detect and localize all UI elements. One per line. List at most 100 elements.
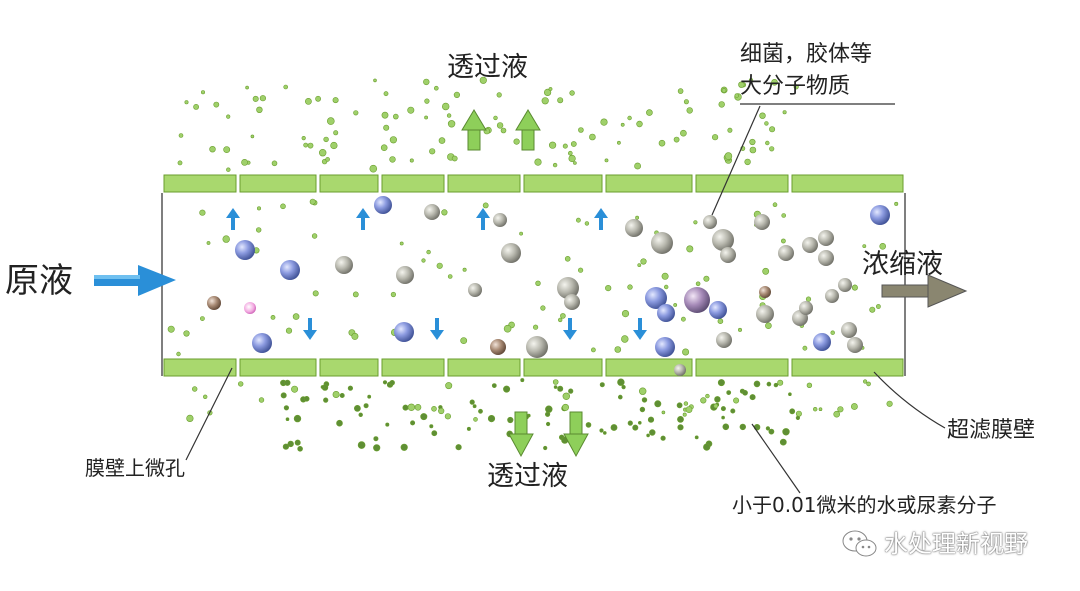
small-molecule-dot bbox=[238, 381, 244, 387]
small-molecule-dot bbox=[333, 130, 339, 136]
large-molecule-particle bbox=[374, 196, 392, 214]
small-molecule-dot bbox=[764, 121, 769, 126]
small-molecule-dot bbox=[830, 330, 835, 335]
large-molecule-particle bbox=[756, 305, 774, 323]
small-molecule-dot bbox=[617, 140, 621, 145]
small-molecule-dot bbox=[496, 122, 504, 129]
small-molecule-dot bbox=[866, 381, 871, 387]
up-arrow-icon bbox=[356, 208, 370, 230]
small-molecule-dot bbox=[869, 306, 876, 313]
small-molecule-dot bbox=[312, 290, 319, 297]
small-molecule-dot bbox=[765, 426, 771, 431]
arrow-shaft bbox=[361, 216, 365, 230]
down-arrow-icon bbox=[563, 318, 577, 340]
small-molecule-dot bbox=[748, 77, 754, 83]
small-molecule-dot bbox=[777, 379, 784, 386]
small-molecule-dot bbox=[280, 392, 287, 399]
small-molecule-dot bbox=[438, 137, 446, 144]
small-molecule-dot bbox=[600, 118, 608, 126]
small-molecule-dot bbox=[414, 403, 422, 411]
small-molecule-dot bbox=[685, 406, 693, 413]
small-molecule-dot bbox=[436, 262, 443, 269]
small-molecule-dot bbox=[765, 322, 772, 330]
small-molecule-dot bbox=[621, 385, 626, 390]
small-molecule-dot bbox=[256, 227, 262, 233]
small-molecule-dot bbox=[661, 410, 666, 415]
small-molecule-dot bbox=[357, 441, 366, 449]
large-molecule-particle bbox=[468, 283, 482, 297]
small-molecule-dot bbox=[402, 404, 409, 411]
small-molecule-dot bbox=[297, 445, 303, 452]
small-molecule-dot bbox=[805, 296, 812, 302]
small-molecule-dot bbox=[424, 115, 429, 120]
arrow-head bbox=[563, 330, 577, 340]
small-molecule-dot bbox=[259, 95, 267, 102]
small-molecule-dot bbox=[444, 413, 452, 420]
large-molecule-particle bbox=[557, 277, 579, 299]
small-molecule-dot bbox=[647, 416, 655, 423]
membrane-segment bbox=[605, 358, 693, 377]
small-molecule-dot bbox=[325, 157, 330, 162]
small-molecule-dot bbox=[658, 139, 666, 147]
small-molecule-dot bbox=[562, 392, 570, 400]
large-molecule-particle bbox=[847, 337, 863, 353]
small-molecule-dot bbox=[407, 403, 416, 411]
small-molecule-dot bbox=[326, 117, 335, 125]
feed-arrow bbox=[94, 265, 176, 296]
small-molecule-dot bbox=[431, 430, 438, 437]
large-molecule-particle bbox=[716, 332, 732, 348]
small-molecule-dot bbox=[469, 399, 475, 405]
small-molecule-dot bbox=[336, 419, 343, 427]
small-molecule-dot bbox=[713, 403, 719, 409]
membrane-segment bbox=[791, 358, 904, 377]
membrane-segment bbox=[695, 174, 789, 193]
arrow-head bbox=[476, 208, 490, 218]
small-molecule-dot bbox=[683, 401, 689, 406]
large-molecule-particle bbox=[280, 260, 300, 280]
arrow-shaft bbox=[308, 318, 312, 332]
small-molecule-dot bbox=[482, 202, 489, 209]
small-molecule-dot bbox=[614, 346, 622, 353]
small-molecule-dot bbox=[782, 428, 790, 436]
small-molecule-dot bbox=[722, 423, 730, 431]
small-molecule-dot bbox=[541, 97, 549, 105]
small-molecule-dot bbox=[426, 249, 431, 255]
arrow-shaft bbox=[231, 216, 235, 230]
small-molecule-dot bbox=[353, 404, 361, 412]
leader-uf-membrane-wall bbox=[873, 371, 946, 429]
small-molecule-dot bbox=[772, 202, 778, 207]
small-molecule-dot bbox=[203, 394, 208, 399]
small-molecule-dot bbox=[781, 213, 787, 218]
small-molecule-dot bbox=[534, 158, 542, 166]
large-molecule-particle bbox=[657, 304, 675, 322]
small-molecule-dot bbox=[721, 415, 725, 420]
small-molecule-dot bbox=[283, 84, 289, 90]
small-molecule-dot bbox=[351, 332, 359, 340]
leader-large-molecules bbox=[711, 105, 761, 216]
small-molecule-dot bbox=[496, 92, 502, 98]
small-molecule-dot bbox=[500, 127, 507, 134]
membrane-channel bbox=[161, 174, 906, 377]
small-molecule-dot bbox=[646, 109, 653, 116]
permeate-down-arrow bbox=[563, 411, 589, 458]
small-molecule-dot bbox=[627, 115, 632, 121]
small-molecule-dot bbox=[250, 134, 255, 139]
small-molecule-dot bbox=[223, 146, 231, 153]
small-molecule-dot bbox=[258, 397, 265, 403]
large-molecule-particle bbox=[564, 294, 580, 310]
membrane-pores-label: 膜壁上微孔 bbox=[85, 456, 185, 480]
small-molecule-dot bbox=[389, 380, 395, 386]
small-molecule-dot bbox=[773, 382, 779, 388]
small-molecule-dot bbox=[894, 201, 899, 206]
small-molecule-dot bbox=[599, 382, 605, 388]
small-molecule-dot bbox=[795, 410, 802, 417]
small-molecule-dot bbox=[309, 198, 316, 205]
small-molecule-dot bbox=[578, 127, 584, 133]
small-molecule-dot bbox=[285, 327, 293, 334]
large-molecule-particle bbox=[712, 229, 734, 251]
small-molecule-dot bbox=[447, 274, 453, 279]
small-molecule-dot bbox=[429, 148, 436, 155]
arrow-shaft bbox=[435, 318, 439, 332]
small-molecule-dot bbox=[676, 402, 683, 409]
small-molecule-dot bbox=[802, 345, 808, 351]
